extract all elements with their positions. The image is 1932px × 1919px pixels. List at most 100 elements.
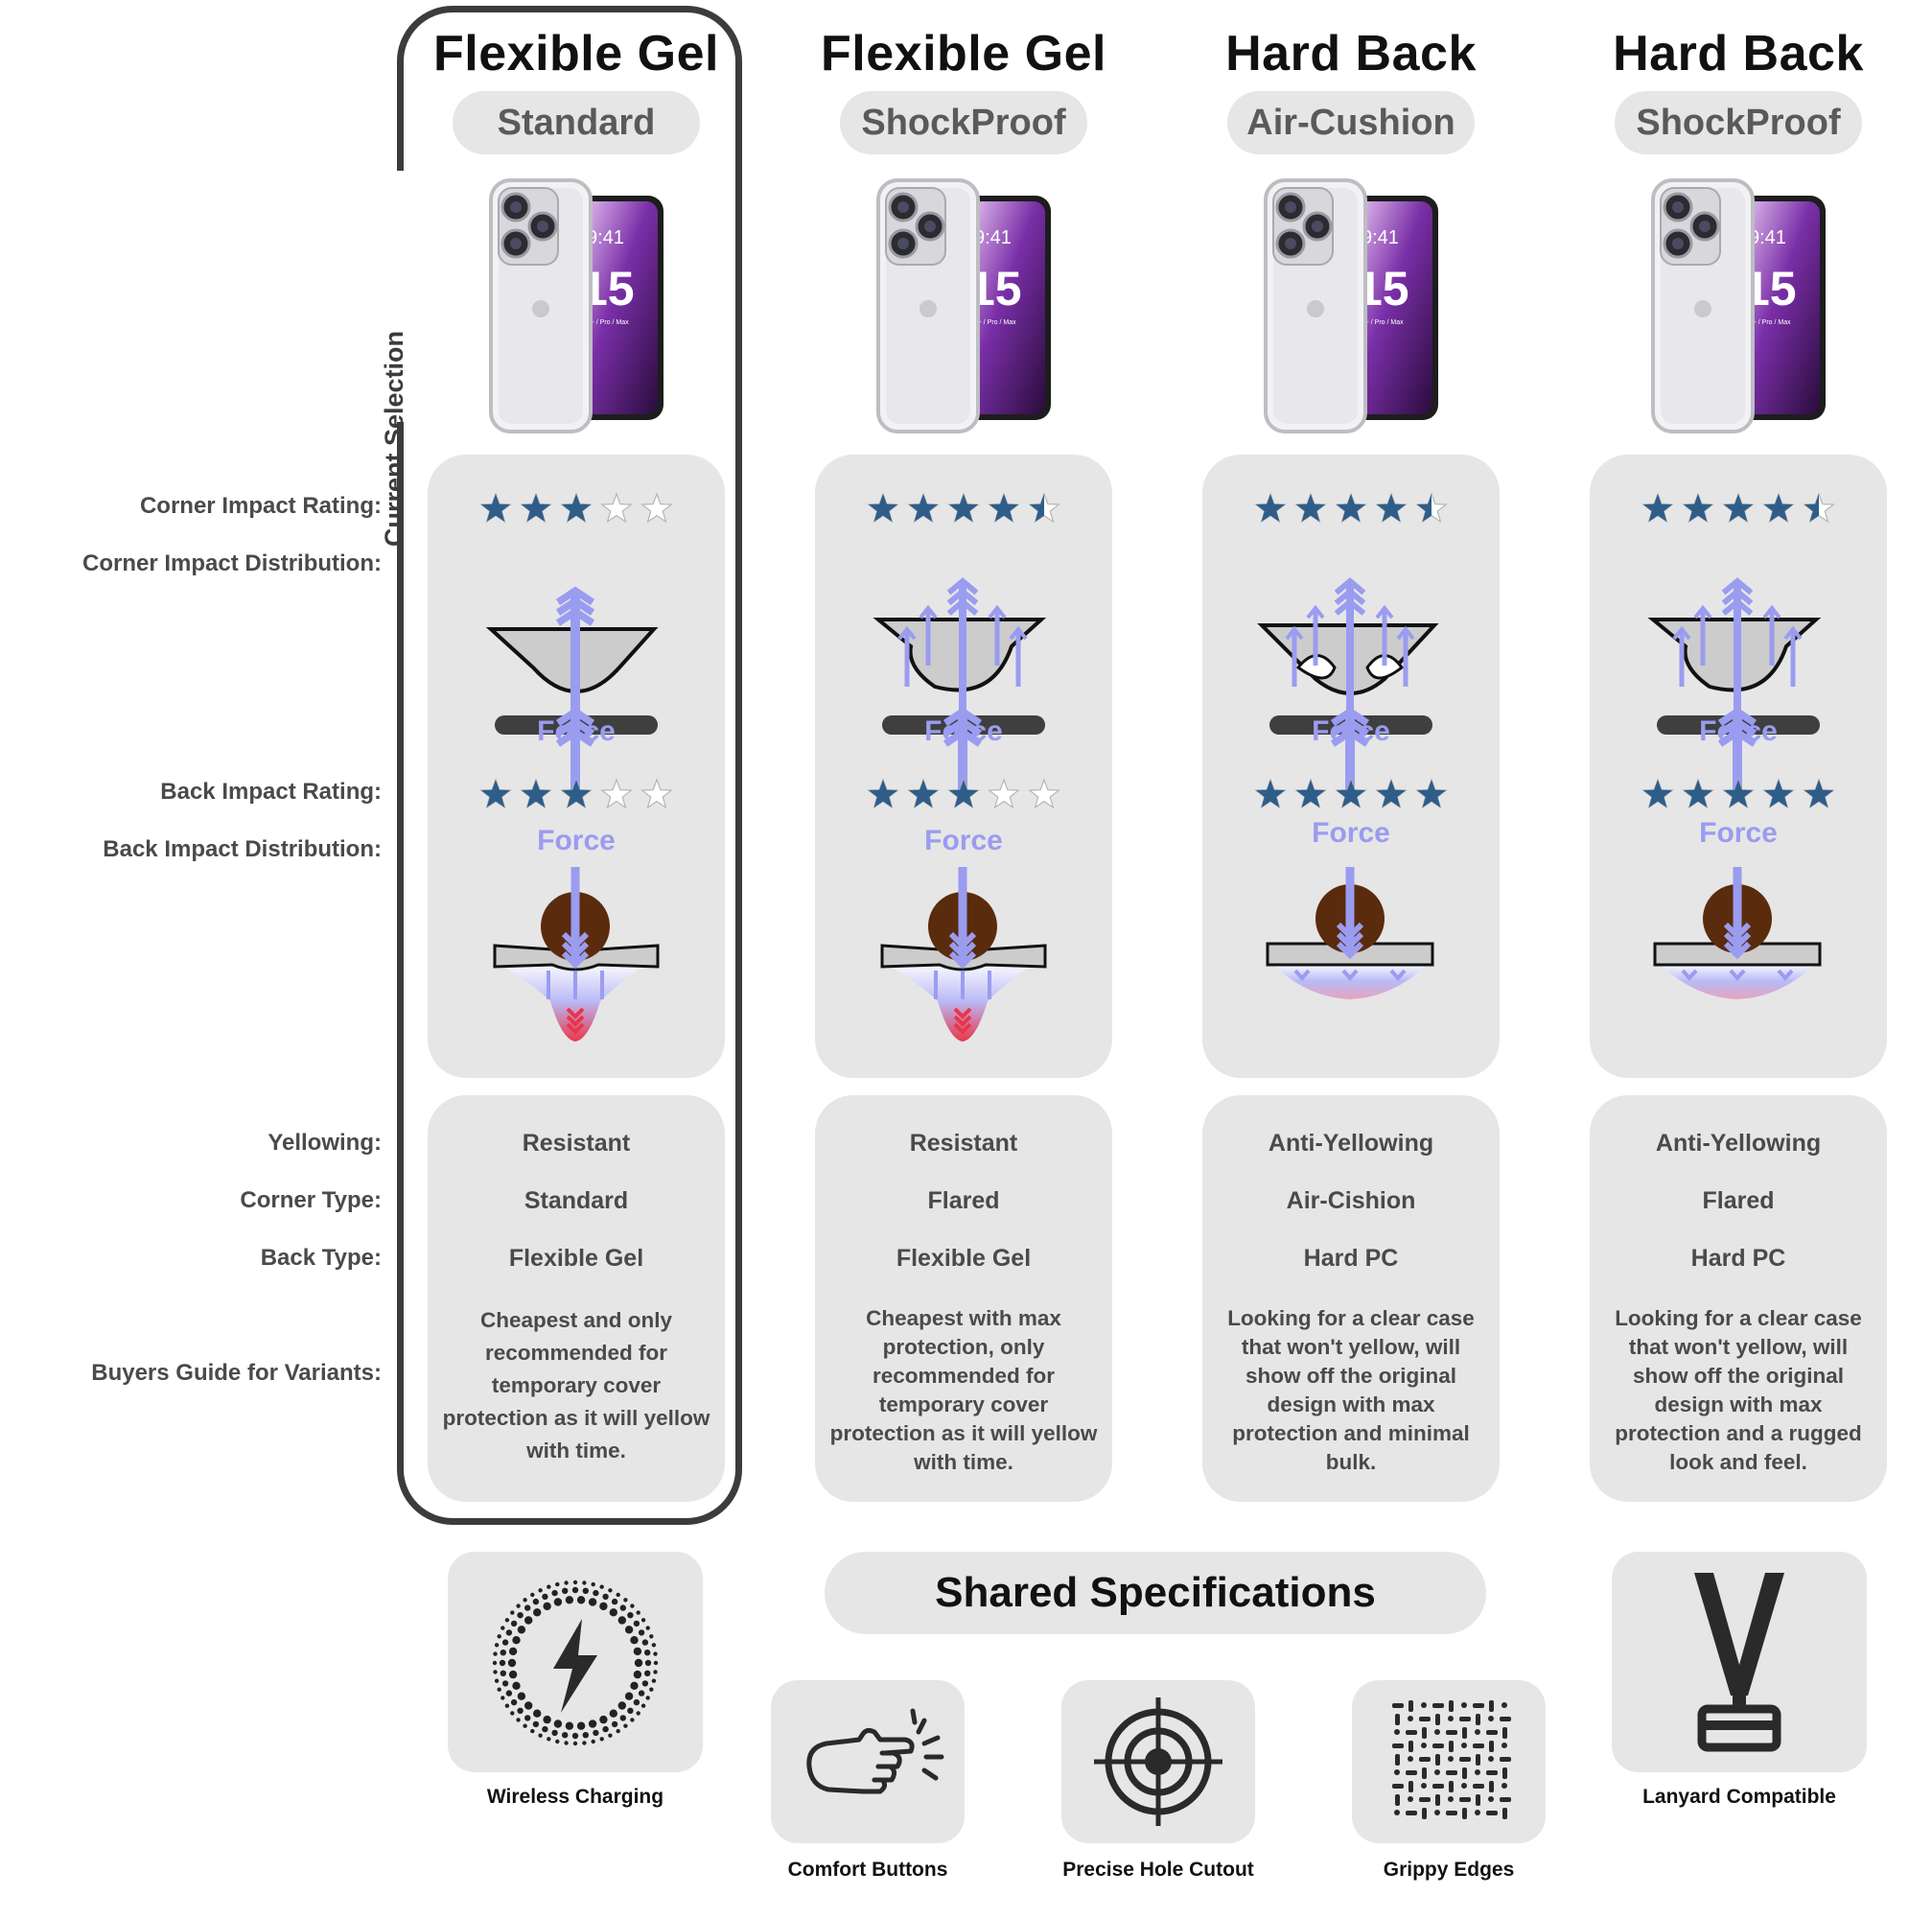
label-back-impact-distribution: Back Impact Distribution: xyxy=(103,836,382,862)
corner-type-value: Flared xyxy=(1702,1187,1775,1214)
column-title: Hard Back xyxy=(1225,26,1477,82)
phone-screen-time: 9:41 xyxy=(1749,227,1786,248)
back-star-3 xyxy=(947,778,980,809)
lanyard-icon xyxy=(1694,1573,1784,1752)
corner-type-value: Flared xyxy=(927,1187,1000,1214)
column-title: Flexible Gel xyxy=(433,26,719,82)
back-star-5 xyxy=(1028,778,1060,809)
feature-label-lanyard-compatible: Lanyard Compatible xyxy=(1642,1786,1836,1808)
label-back-impact-rating: Back Impact Rating: xyxy=(160,779,382,805)
selection-frame-gap xyxy=(392,171,407,422)
back-impact-diagram xyxy=(880,867,1047,1041)
back-type-value: Hard PC xyxy=(1690,1245,1786,1272)
buyers-guide-line: bulk. xyxy=(1325,1450,1377,1474)
back-impact-stars xyxy=(1202,777,1500,811)
back-star-1 xyxy=(1254,778,1287,809)
label-yellowing: Yellowing: xyxy=(268,1130,382,1156)
buyers-guide-line: Looking for a clear case xyxy=(1227,1306,1475,1330)
corner-impact-stars xyxy=(1590,491,1887,526)
corner-star-2 xyxy=(520,492,552,524)
back-star-2 xyxy=(1682,778,1714,809)
phone-screen-models-small: 5 / + / Pro / Max xyxy=(1356,319,1404,326)
feature-label-precise-hole-cutout: Precise Hole Cutout xyxy=(1062,1859,1254,1881)
corner-star-4 xyxy=(1375,492,1408,524)
current-selection-frame xyxy=(397,6,742,1525)
yellowing-value: Resistant xyxy=(522,1130,631,1157)
variant-pill[interactable]: Air-Cushion xyxy=(1227,91,1475,154)
variant-pill[interactable]: ShockProof xyxy=(1615,91,1862,154)
feature-lanyard-compatible xyxy=(1612,1552,1867,1772)
back-star-4 xyxy=(1762,778,1795,809)
label-corner-impact-distribution: Corner Impact Distribution: xyxy=(81,550,382,576)
back-star-2 xyxy=(520,778,552,809)
grip-pattern-icon xyxy=(1392,1700,1511,1819)
corner-impact-diagram xyxy=(485,586,659,790)
phone-screen-time: 9:41 xyxy=(974,227,1012,248)
variant-pill[interactable]: Standard xyxy=(453,91,700,154)
back-impact-diagram xyxy=(493,867,660,1041)
corner-star-1 xyxy=(1641,492,1674,524)
corner-star-3 xyxy=(1335,492,1367,524)
yellowing-value: Anti-Yellowing xyxy=(1655,1130,1822,1157)
corner-star-2 xyxy=(1682,492,1714,524)
back-impact-stars xyxy=(428,777,725,811)
force-label-corner: Force xyxy=(537,715,616,747)
phone-screen-time: 9:41 xyxy=(1362,227,1399,248)
corner-star-4 xyxy=(1762,492,1795,524)
label-corner-type: Corner Type: xyxy=(240,1187,382,1213)
back-star-4 xyxy=(600,778,633,809)
feature-grippy-edges xyxy=(1352,1680,1546,1843)
back-type-value: Flexible Gel xyxy=(508,1245,644,1272)
corner-type-value: Standard xyxy=(524,1187,629,1214)
buyers-guide-line: Cheapest and only xyxy=(479,1308,673,1332)
back-star-3 xyxy=(1722,778,1755,809)
back-star-1 xyxy=(479,778,512,809)
corner-star-1 xyxy=(479,492,512,524)
buyers-guide-line: protection and a rugged xyxy=(1615,1421,1862,1445)
button-press-icon xyxy=(806,1708,944,1794)
buyers-guide-line: look and feel. xyxy=(1669,1450,1807,1474)
column-title: Hard Back xyxy=(1613,26,1864,82)
corner-impact-diagram xyxy=(873,577,1047,790)
back-impact-stars xyxy=(815,777,1112,811)
buyers-guide-line: Looking for a clear case xyxy=(1615,1306,1862,1330)
feature-wireless-charging xyxy=(448,1552,703,1772)
corner-star-3 xyxy=(1722,492,1755,524)
corner-star-2 xyxy=(907,492,940,524)
shared-specifications-title: Shared Specifications xyxy=(825,1552,1486,1634)
label-corner-impact-rating: Corner Impact Rating: xyxy=(139,493,382,519)
corner-star-1 xyxy=(867,492,899,524)
buyers-guide-line: design with max xyxy=(1267,1392,1435,1416)
back-impact-diagram xyxy=(1266,867,1434,999)
feature-label-grippy-edges: Grippy Edges xyxy=(1383,1859,1515,1881)
back-impact-diagram xyxy=(1653,867,1822,999)
force-label-back: Force xyxy=(924,825,1003,856)
buyers-guide-line: design with max xyxy=(1654,1392,1823,1416)
feature-label-comfort-buttons: Comfort Buttons xyxy=(787,1859,948,1881)
current-selection-label: Current Selection xyxy=(380,330,408,547)
back-star-2 xyxy=(1294,778,1327,809)
feature-label-wireless-charging: Wireless Charging xyxy=(486,1786,664,1808)
buyers-guide-line: with time. xyxy=(914,1450,1013,1474)
buyers-guide-line: recommended for xyxy=(872,1364,1056,1388)
back-star-4 xyxy=(988,778,1020,809)
corner-star-1 xyxy=(1254,492,1287,524)
back-star-1 xyxy=(867,778,899,809)
back-star-5 xyxy=(640,778,673,809)
back-star-3 xyxy=(1335,778,1367,809)
feature-precise-hole-cutout xyxy=(1061,1680,1255,1843)
variant-pill[interactable]: ShockProof xyxy=(840,91,1087,154)
buyers-guide-line: Cheapest with max xyxy=(866,1306,1061,1330)
force-label-back: Force xyxy=(537,825,616,856)
corner-star-2 xyxy=(1294,492,1327,524)
